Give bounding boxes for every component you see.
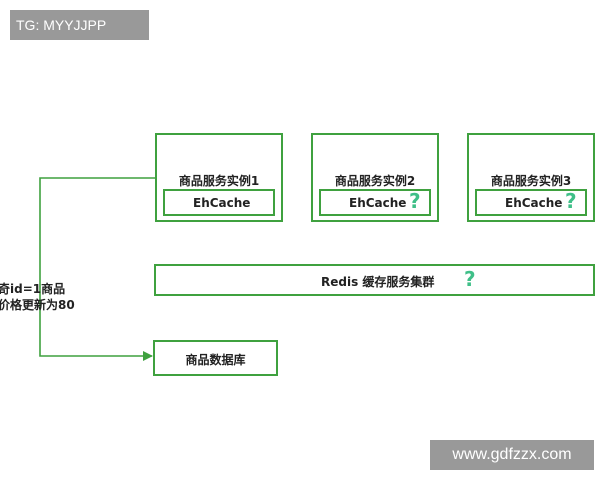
service-instance-2-title: 商品服务实例2 (334, 174, 416, 188)
update-note-line2: 价格更新为80 (0, 298, 75, 312)
redis-cluster: Redis 缓存服务集群 ? (154, 264, 595, 296)
service-instance-3-title: 商品服务实例3 (490, 174, 572, 188)
product-database-label: 商品数据库 (185, 353, 246, 367)
product-database: 商品数据库 (153, 340, 278, 376)
question-mark-icon: ? (464, 267, 476, 291)
question-mark-icon: ? (565, 189, 577, 213)
update-note: 奇id=1商品 价格更新为80 (0, 281, 75, 313)
watermark-top: TG: MYYJJPP (10, 10, 149, 40)
service-instance-1-title: 商品服务实例1 (178, 174, 260, 188)
ehcache-label: EhCache (505, 196, 563, 210)
question-mark-icon: ? (409, 189, 421, 213)
service-instance-1-ehcache: EhCache (163, 189, 275, 216)
update-note-line1: 奇id=1商品 (0, 282, 66, 296)
service-instance-2: 商品服务实例2 EhCache ? (311, 133, 439, 222)
service-instance-3-ehcache: EhCache ? (475, 189, 587, 216)
watermark-bottom: www.gdfzzx.com (430, 440, 594, 470)
service-instance-2-ehcache: EhCache ? (319, 189, 431, 216)
ehcache-label: EhCache (349, 196, 407, 210)
ehcache-label: EhCache (193, 196, 251, 210)
update-flow-arrow (39, 177, 155, 361)
redis-cluster-label: Redis 缓存服务集群 (321, 275, 435, 289)
service-instance-1: 商品服务实例1 EhCache (155, 133, 283, 222)
service-instance-3: 商品服务实例3 EhCache ? (467, 133, 595, 222)
